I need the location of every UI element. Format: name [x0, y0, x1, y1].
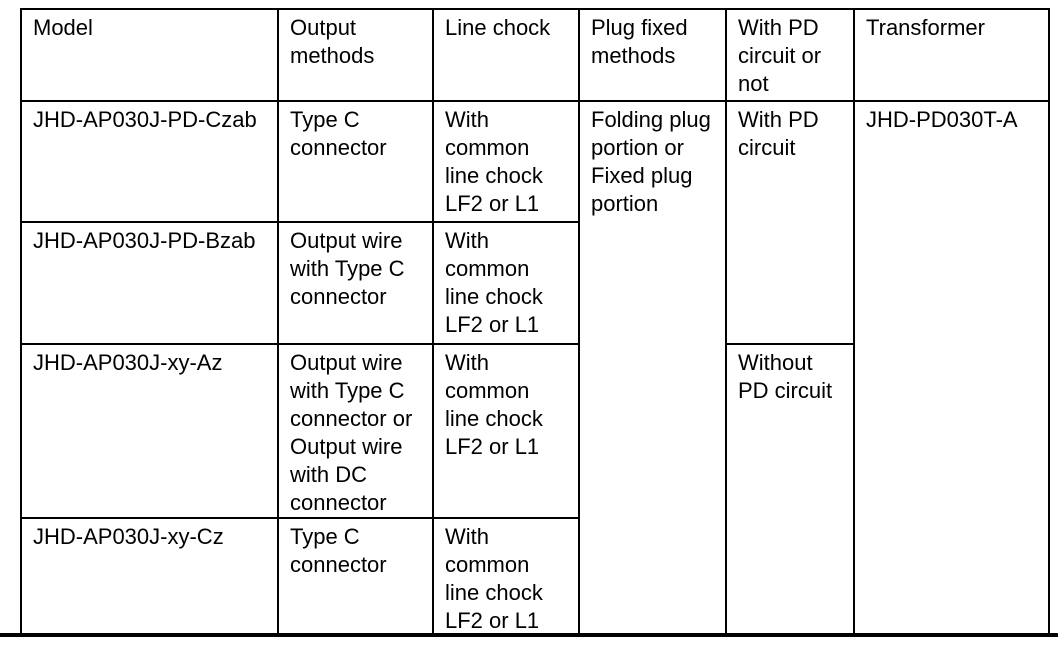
- cell-output-method-xy-cz: Type C connector: [277, 517, 434, 637]
- cell-output-method-czab: Type C connector: [277, 100, 434, 223]
- model-specification-table: Model Output methods Line chock Plug fix…: [20, 8, 1050, 637]
- header-cell-line-chock: Line chock: [432, 8, 580, 102]
- table-row: JHD-AP030J-PD-Bzab Output wire with Type…: [20, 221, 1049, 345]
- cell-model-bzab: JHD-AP030J-PD-Bzab: [20, 221, 279, 345]
- cell-line-chock-czab: With common line chock LF2 or L1: [432, 100, 580, 223]
- table-row: JHD-AP030J-PD-Czab Type C connector With…: [20, 100, 1050, 637]
- cell-output-method-xy-az: Output wire with Type C connector or Out…: [277, 343, 434, 519]
- header-cell-pd-circuit-or-not: With PD circuit or not: [725, 8, 855, 102]
- cell-model-xy-az: JHD-AP030J-xy-Az: [20, 343, 279, 519]
- cell-with-pd-circuit-merged: With PD circuit: [725, 100, 855, 345]
- header-cell-model: Model: [20, 8, 279, 102]
- cell-plug-fixed-method-merged: Folding plug portion or Fixed plug porti…: [578, 100, 727, 637]
- cell-without-pd-circuit-merged: Without PD circuit: [725, 343, 855, 637]
- header-cell-plug-fixed-methods: Plug fixed methods: [578, 8, 727, 102]
- table-header-row: Model Output methods Line chock Plug fix…: [20, 8, 1050, 102]
- page-bottom-rule: [0, 633, 1058, 637]
- cell-model-czab: JHD-AP030J-PD-Czab: [20, 100, 279, 223]
- header-cell-transformer: Transformer: [853, 8, 1050, 102]
- cell-line-chock-bzab: With common line chock LF2 or L1: [432, 221, 580, 345]
- cell-output-method-bzab: Output wire with Type C connector: [277, 221, 434, 345]
- table-row: JHD-AP030J-xy-Cz Type C connector With c…: [20, 517, 1049, 637]
- cell-transformer-model-merged: JHD-PD030T-A: [853, 100, 1050, 637]
- cell-model-xy-cz: JHD-AP030J-xy-Cz: [20, 517, 279, 637]
- header-cell-output-methods: Output methods: [277, 8, 434, 102]
- cell-line-chock-xy-az: With common line chock LF2 or L1: [432, 343, 580, 519]
- cell-line-chock-xy-cz: With common line chock LF2 or L1: [432, 517, 580, 637]
- table-row: JHD-AP030J-xy-Az Output wire with Type C…: [20, 343, 1049, 637]
